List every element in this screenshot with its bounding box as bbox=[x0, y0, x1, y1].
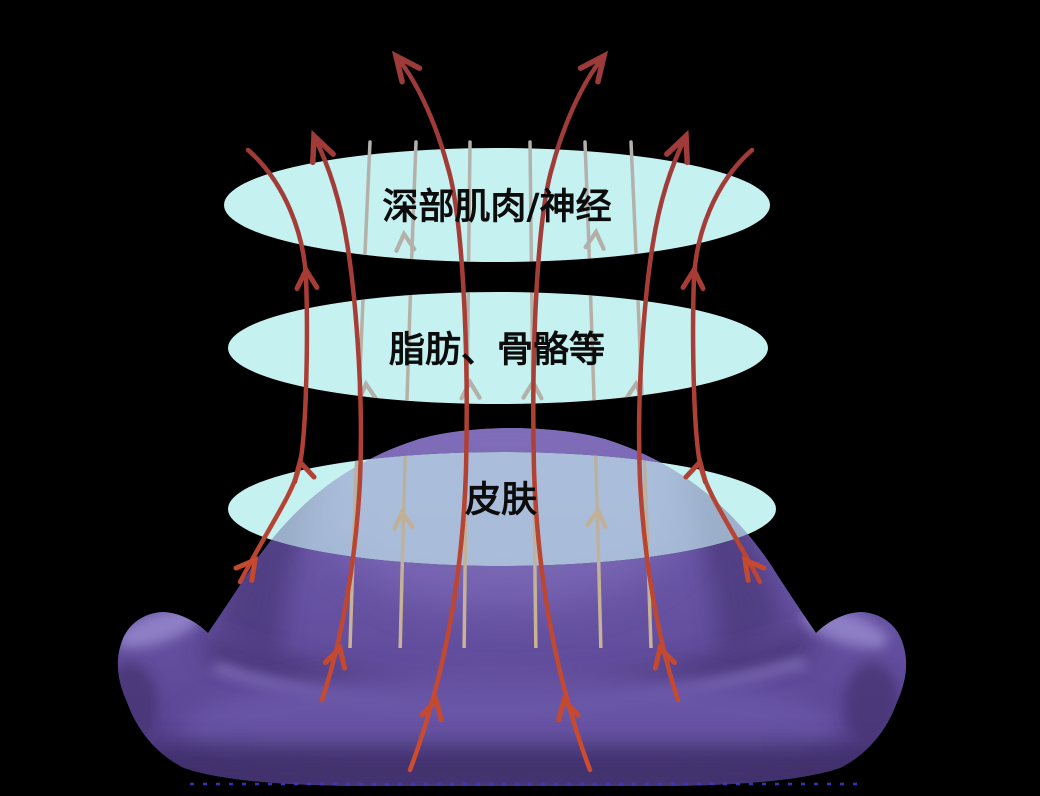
field-lines-red bbox=[233, 50, 767, 773]
arrowhead-icon bbox=[583, 227, 606, 251]
arrowhead-icon bbox=[292, 457, 317, 485]
arrowhead-icon bbox=[664, 129, 690, 166]
arrowhead-icon bbox=[394, 229, 417, 253]
field-line-red bbox=[237, 147, 310, 585]
field-line-gray bbox=[398, 140, 418, 648]
field-line-red bbox=[393, 53, 469, 773]
arrowhead-icon bbox=[294, 264, 320, 291]
pad-bottom-shadow bbox=[140, 744, 900, 786]
arrowhead-icon bbox=[577, 50, 609, 85]
arrowhead-icon bbox=[683, 457, 708, 485]
field-line-red bbox=[636, 133, 689, 703]
arrowhead-icon bbox=[652, 643, 678, 671]
arrowhead-icon bbox=[741, 555, 767, 583]
stimulation-pad bbox=[117, 428, 907, 786]
pad-wing-highlight-left bbox=[117, 608, 202, 648]
arrowhead-icon bbox=[391, 50, 423, 85]
arrowhead-icon bbox=[322, 643, 348, 671]
layer-label-fat-bone: 脂肪、骨骼等 bbox=[389, 329, 605, 371]
arrowhead-icon bbox=[419, 695, 444, 723]
arrowhead-icon bbox=[556, 695, 581, 723]
pad-shadow-right bbox=[670, 470, 785, 660]
pad-wing-shadow-right bbox=[844, 663, 900, 747]
pad-wing-shadow-left bbox=[117, 663, 158, 747]
field-line-red bbox=[690, 147, 763, 585]
arrowhead-icon bbox=[459, 377, 482, 401]
red-arrowheads bbox=[233, 50, 767, 723]
arrowhead-icon bbox=[233, 555, 259, 583]
arrowhead-icon bbox=[680, 264, 706, 291]
arrowhead-icon bbox=[310, 129, 336, 166]
arrowhead-icon bbox=[585, 505, 608, 529]
layer-label-deep-muscle-nerve: 深部肌肉/神经 bbox=[382, 187, 611, 228]
layer-label-skin: 皮肤 bbox=[465, 480, 537, 521]
field-line-gray bbox=[583, 140, 603, 648]
field-line-red bbox=[531, 53, 607, 773]
pad-shadow-left bbox=[215, 470, 330, 660]
field-line-red bbox=[311, 133, 364, 703]
arrowhead-icon bbox=[392, 507, 415, 531]
field-lines-gray bbox=[348, 140, 653, 648]
